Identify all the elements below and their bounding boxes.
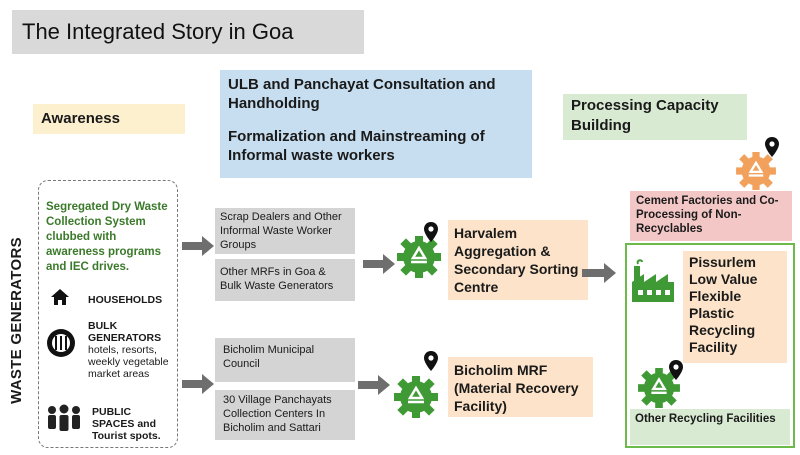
- arrow-icon: [582, 263, 616, 283]
- consultation-line-1: ULB and Panchayat Consultation and Handh…: [228, 76, 496, 112]
- arrow-icon: [358, 375, 390, 395]
- location-pin-icon: [424, 222, 438, 242]
- bicholim-council-box: Bicholim Municipal Council: [215, 338, 355, 382]
- waste-generators-label-wrap: WASTE GENERATORS: [2, 196, 30, 444]
- recycling-facilities-frame: [625, 243, 795, 448]
- house-icon: [51, 289, 69, 305]
- pissurlem-facility-box: Pissurlem Low Value Flexible Plastic Rec…: [683, 251, 787, 363]
- processing-label: Processing Capacity Building: [563, 94, 747, 140]
- awareness-label: Awareness: [33, 104, 185, 134]
- recycle-gear-icon: [736, 152, 776, 190]
- arrow-icon: [182, 374, 214, 394]
- recycle-gear-icon: [397, 236, 441, 278]
- other-mrfs-box: Other MRFs in Goa & Bulk Waste Generator…: [215, 259, 355, 301]
- arrow-icon: [363, 254, 395, 274]
- plate-fork-knife-icon: [47, 329, 75, 357]
- consultation-box: ULB and Panchayat Consultation and Handh…: [220, 70, 532, 178]
- village-panchayats-box: 30 Village Panchayats Collection Centers…: [215, 390, 355, 440]
- recycle-gear-icon: [638, 368, 680, 408]
- page-title: The Integrated Story in Goa: [12, 10, 364, 54]
- scrap-dealers-box: Scrap Dealers and Other Informal Waste W…: [215, 208, 355, 254]
- bicholim-mrf-box: Bicholim MRF (Material Recovery Facility…: [448, 357, 593, 417]
- other-recycling-box: Other Recycling Facilities: [630, 409, 790, 445]
- waste-generators-label: WASTE GENERATORS: [7, 236, 25, 404]
- waste-generators-box: [38, 180, 178, 448]
- collection-system-text: Segregated Dry Waste Collection System c…: [46, 201, 168, 273]
- consultation-line-2: Formalization and Mainstreaming of Infor…: [228, 128, 485, 164]
- bulk-generators-label: BULK GENERATORS: [88, 320, 162, 344]
- location-pin-icon: [765, 137, 779, 157]
- arrow-icon: [182, 236, 214, 256]
- cement-factories-box: Cement Factories and Co-Processing of No…: [630, 191, 792, 241]
- recycle-gear-icon: [394, 376, 438, 418]
- factory-icon: [632, 259, 674, 302]
- households-label: HOUSEHOLDS: [88, 294, 163, 306]
- location-pin-icon: [669, 360, 683, 380]
- people-group-icon: [48, 404, 80, 431]
- public-spaces-label: PUBLIC SPACES and Tourist spots.: [92, 406, 161, 442]
- bulk-generators-detail: hotels, resorts, weekly vegetable market…: [88, 344, 169, 380]
- harvalem-centre-box: Harvalem Aggregation & Secondary Sorting…: [448, 220, 588, 300]
- location-pin-icon: [424, 351, 438, 371]
